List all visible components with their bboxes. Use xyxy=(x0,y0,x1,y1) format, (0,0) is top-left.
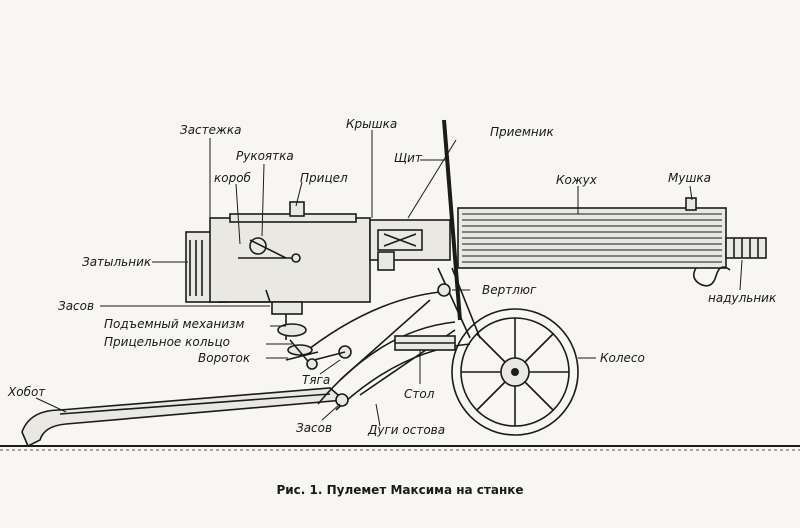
shield xyxy=(442,119,462,321)
elevating-mechanism xyxy=(271,301,346,370)
label-zasov-top: Засов xyxy=(58,299,94,313)
label-shchit: Щит xyxy=(394,151,423,165)
wheel xyxy=(451,308,579,436)
label-stol: Стол xyxy=(404,387,435,401)
label-vertlyug: Вертлюг xyxy=(482,283,537,297)
label-pritsel: Прицел xyxy=(300,171,348,185)
label-koleso: Колесо xyxy=(600,351,645,365)
figure-caption: Рис. 1. Пулемет Максима на станке xyxy=(276,483,523,497)
label-nadulnik: надульник xyxy=(708,291,777,305)
water-jacket xyxy=(457,197,767,287)
label-kryshka: Крышка xyxy=(346,117,397,131)
label-zatylnik: Затыльник xyxy=(82,255,152,269)
label-tyaga: Тяга xyxy=(302,373,330,387)
label-pritselnoe: Прицельное кольцо xyxy=(104,335,230,349)
label-kozhukh: Кожух xyxy=(556,173,598,187)
label-zastezhka: Застежка xyxy=(180,123,241,137)
label-dugi: Дуги остова xyxy=(367,423,445,437)
leader-lines xyxy=(35,130,743,427)
label-mushka: Мушка xyxy=(668,171,711,185)
receiver xyxy=(185,201,451,303)
label-priemnik: Приемник xyxy=(490,125,555,139)
label-podemny: Подъемный механизм xyxy=(104,317,244,331)
ground xyxy=(0,445,800,451)
label-korob: короб xyxy=(214,171,252,185)
carriage-frame xyxy=(299,291,471,411)
trail xyxy=(21,387,346,448)
label-rukoyatka: Рукоятка xyxy=(236,149,294,163)
label-zasov-bottom: Засов xyxy=(296,421,332,435)
label-vorotok: Вороток xyxy=(198,351,251,365)
label-khobot: Хобот xyxy=(7,385,46,399)
